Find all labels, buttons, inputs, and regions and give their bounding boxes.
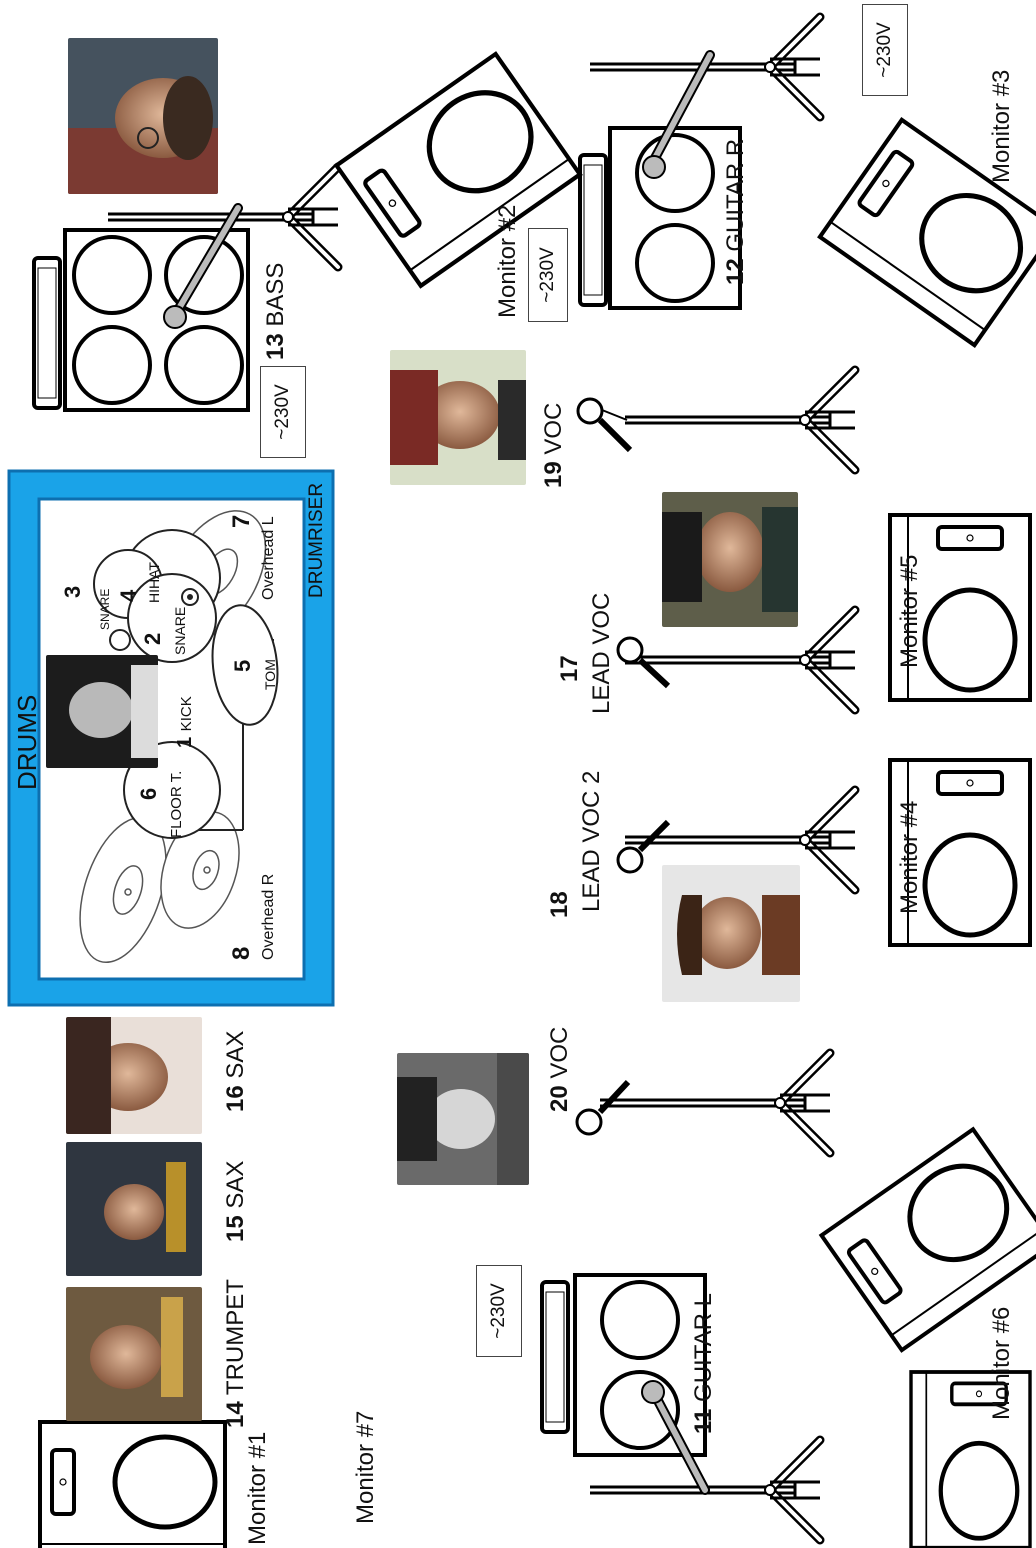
channel-18-num: 18 xyxy=(546,891,573,918)
photo-lead-voc-18 xyxy=(662,865,800,1002)
photo-voc-20 xyxy=(397,1053,529,1185)
drum-snare-2-label: 2 xyxy=(140,632,165,645)
power-230v-guitar-r: ~230V xyxy=(862,4,908,96)
power-230v-monitor-2: ~230V xyxy=(528,228,568,322)
guitar-l-cabinet xyxy=(540,1273,710,1495)
drum-hihat-num: 4 xyxy=(116,589,141,602)
channel-19-voc: 19 VOC xyxy=(540,402,567,488)
drum-hihat-text: HIHAT xyxy=(146,562,162,603)
photo-trumpet-14 xyxy=(66,1287,202,1421)
drum-tom-num: 5 xyxy=(230,659,255,672)
channel-11-guitar-l: 11 GUITAR L xyxy=(690,1293,717,1434)
channel-14-trumpet: 14 TRUMPET xyxy=(222,1279,249,1428)
monitor-1 xyxy=(40,1422,225,1548)
mic-stand-17 xyxy=(616,610,855,710)
photo-bass-player xyxy=(68,38,218,194)
drum-overhead-r-text: Overhead R xyxy=(260,873,277,960)
monitor-3-label: Monitor #3 xyxy=(988,69,1015,183)
power-230v-guitar-l: ~230V xyxy=(476,1265,522,1357)
photo-sax-16 xyxy=(66,1017,202,1134)
mic-stand-18 xyxy=(616,790,855,890)
monitor-6-label: Monitor #6 xyxy=(988,1306,1015,1420)
channel-18-lead-voc-2: LEAD VOC 2 xyxy=(578,770,605,912)
photo-drummer xyxy=(46,655,158,768)
drum-snare-3-num: 3 xyxy=(60,585,85,598)
mic-stand-20 xyxy=(575,1053,830,1153)
monitor-7-label: Monitor #7 xyxy=(352,1410,379,1524)
overhead-r-cymbal xyxy=(79,811,240,964)
drum-overhead-l-num: 7 xyxy=(228,514,255,528)
drum-overhead-l-text: Overhead L xyxy=(260,516,277,600)
photo-sax-15 xyxy=(66,1142,202,1276)
monitor-5-label: Monitor #5 xyxy=(896,554,923,668)
channel-17-num: 17 xyxy=(556,655,583,682)
monitor-4-label: Monitor #4 xyxy=(896,800,923,914)
monitor-2-label: Monitor #2 xyxy=(494,204,521,318)
photo-voc-19 xyxy=(390,350,526,485)
monitor-1-label: Monitor #1 xyxy=(244,1431,271,1545)
drum-floor-tom-num: 6 xyxy=(136,787,161,800)
channel-17-lead-voc: LEAD VOC xyxy=(588,592,615,714)
drum-overhead-r-num: 8 xyxy=(228,946,255,960)
channel-20-voc: 20 VOC xyxy=(546,1026,573,1112)
guitar-r-cabinet xyxy=(578,50,742,310)
channel-16-sax: 16 SAX xyxy=(222,1030,249,1112)
drum-snare-2-text: SNARE xyxy=(172,606,188,655)
drum-tom-text: TOM xyxy=(262,659,278,690)
drum-snare-3-text: SNARE xyxy=(98,588,112,630)
drums-header: DRUMS xyxy=(12,694,42,790)
power-230v-bass: ~230V xyxy=(260,366,306,458)
channel-15-sax: 15 SAX xyxy=(222,1160,249,1242)
drum-floor-tom-text: FLOOR T. xyxy=(168,770,185,838)
bass-cabinet xyxy=(32,203,250,412)
channel-12-guitar-r: 12 GUITAR R xyxy=(722,138,749,285)
mic-stand-19 xyxy=(576,370,855,470)
drum-kick-label: 1 KICK xyxy=(174,696,196,748)
channel-13-bass: 13 BASS xyxy=(262,262,289,360)
photo-lead-voc-17 xyxy=(662,492,798,627)
drumriser-label: DRUMRISER xyxy=(306,482,327,598)
